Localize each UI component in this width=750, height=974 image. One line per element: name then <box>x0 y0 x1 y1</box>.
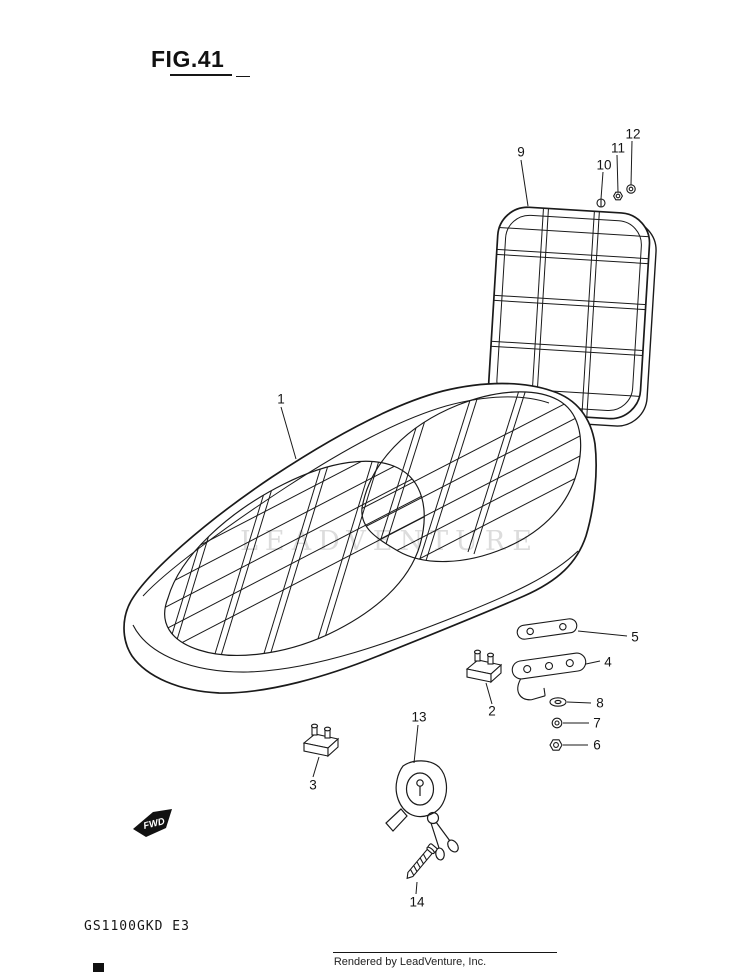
callout-3: 3 <box>309 777 317 793</box>
backrest-quilt-pattern <box>486 205 652 421</box>
scan-artifact-mark <box>93 963 104 972</box>
callout-1: 1 <box>277 391 285 407</box>
fwd-arrow: FWD <box>133 809 172 837</box>
callout-6: 6 <box>593 737 601 753</box>
leader-line-1 <box>280 406 297 460</box>
part-10-screw <box>596 198 606 208</box>
leader-line-11 <box>616 154 619 193</box>
callout-12: 12 <box>625 126 641 142</box>
leader-line-12 <box>630 140 633 186</box>
part-12-cap-nut <box>626 184 636 194</box>
callout-2: 2 <box>488 703 496 719</box>
footer-credit: Rendered by LeadVenture, Inc. <box>333 956 487 968</box>
callout-8: 8 <box>596 695 604 711</box>
part-7-screw <box>551 717 563 729</box>
leader-line-10 <box>600 171 604 200</box>
leader-line-14 <box>415 881 418 895</box>
part-13-lock-assembly <box>385 760 459 861</box>
callout-7: 7 <box>593 715 601 731</box>
part-4-bracket <box>511 652 587 701</box>
callout-4: 4 <box>604 654 612 670</box>
leader-line-13 <box>413 724 419 764</box>
leader-lines <box>280 140 633 895</box>
part-8-washer <box>549 697 567 707</box>
leader-line-8 <box>566 701 592 704</box>
leader-line-5 <box>577 630 628 637</box>
part-5-plate <box>516 618 578 640</box>
part-11-nut <box>612 191 624 201</box>
callout-10: 10 <box>596 157 612 173</box>
part-1-seat <box>123 382 597 694</box>
leader-line-3 <box>312 756 320 778</box>
part-2-spacer-block <box>466 649 502 683</box>
fwd-arrow-shape <box>133 809 172 837</box>
callout-9: 9 <box>517 144 525 160</box>
footer-divider <box>333 952 557 953</box>
title-underline <box>170 74 232 76</box>
callout-11: 11 <box>610 140 626 156</box>
callout-13: 13 <box>411 709 427 725</box>
callout-5: 5 <box>631 629 639 645</box>
part-6-nut <box>549 739 563 751</box>
part-3-spacer-block <box>303 723 339 757</box>
fwd-label: FWD <box>142 816 166 832</box>
leader-line-9 <box>520 159 529 207</box>
figure-title: FIG.41 <box>151 46 225 72</box>
model-code: GS1100GKD E3 <box>84 919 190 934</box>
leader-line-2 <box>485 682 493 705</box>
part-14-screw <box>406 843 438 880</box>
title-underline-dash <box>236 76 250 77</box>
callout-14: 14 <box>409 894 425 910</box>
leader-line-4 <box>585 660 601 665</box>
part-9-backrest <box>486 205 657 427</box>
